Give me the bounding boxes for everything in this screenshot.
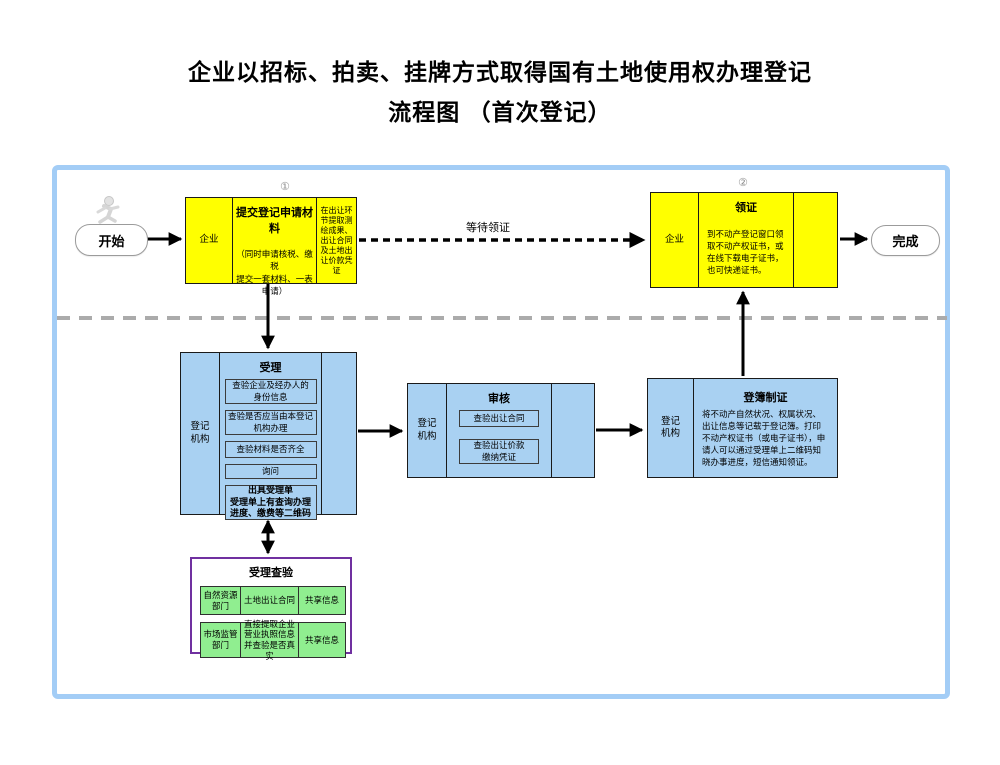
- record-title: 登簿制证: [743, 392, 788, 404]
- review-step-2: 查验出让价款 缴纳凭证: [459, 439, 539, 464]
- submit-note: （同时申请核税、缴税 提交一套材料、一表申请）: [236, 249, 313, 296]
- title-line-1: 企业以招标、拍卖、挂牌方式取得国有土地使用权办理登记: [188, 59, 812, 85]
- accept-step-2: 查验是否应当由本登记 机构办理: [224, 410, 317, 435]
- submit-side-note: 在出让环节提取测绘成果、出让合同及土地出让价款凭证: [316, 198, 356, 283]
- verify-share-cell: 共享信息: [299, 622, 346, 658]
- start-node: 开始: [75, 224, 148, 256]
- collect-actor-cell: 企业: [664, 233, 684, 245]
- review-main-cell: 审核 查验出让合同 查验出让价款 缴纳凭证: [446, 384, 551, 477]
- verify-box: 受理查验 自然资源部门 土地出让合同 共享信息 市场监管部门 直接提取企业营业执…: [190, 557, 352, 661]
- record-main-cell: 登簿制证 将不动产自然状况、权属状况、出让信息等记载于登记簿。打印不动产权证书（…: [693, 379, 837, 477]
- verify-dept-cell: 自然资源部门: [200, 586, 241, 615]
- accept-title: 受理: [259, 362, 282, 374]
- submit-box: 企业 提交登记申请材料 （同时申请核税、缴税 提交一套材料、一表申请） 在出让环…: [185, 197, 357, 296]
- running-person-icon: [96, 196, 120, 224]
- accept-step-3: 查验材料是否齐全: [224, 441, 317, 458]
- collect-box: 企业 领证 到不动产登记窗口领取不动产权证书，或在线下载电子证书，也可快递证书。: [650, 192, 838, 288]
- review-step-1: 查验出让合同: [459, 410, 539, 427]
- accept-box: 登记 机构 受理 查验企业及经办人的 身份信息 查验是否应当由本登记 机构办理 …: [180, 352, 357, 520]
- circled-2-marker: ②: [738, 177, 748, 189]
- verify-share-cell: 共享信息: [299, 586, 346, 615]
- verify-dept-cell: 市场监管部门: [200, 622, 241, 658]
- record-actor-cell: 登记 机构: [660, 415, 680, 439]
- record-body: 将不动产自然状况、权属状况、出让信息等记载于登记簿。打印不动产权证书（或电子证书…: [702, 409, 826, 467]
- accept-main-cell: 受理 查验企业及经办人的 身份信息 查验是否应当由本登记 机构办理 查验材料是否…: [219, 353, 321, 520]
- title-line-2: 流程图 （首次登记）: [388, 99, 612, 125]
- review-box: 登记 机构 审核 查验出让合同 查验出让价款 缴纳凭证: [407, 383, 595, 478]
- finish-node: 完成: [871, 225, 940, 256]
- submit-title: 提交登记申请材料: [236, 207, 313, 235]
- verify-item-cell: 直接提取企业营业执照信息并查验是否真实: [241, 619, 299, 661]
- collect-empty-cell: [793, 193, 837, 287]
- collect-main-cell: 领证 到不动产登记窗口领取不动产权证书，或在线下载电子证书，也可快递证书。: [698, 193, 793, 287]
- accept-actor-cell: 登记 机构: [190, 421, 210, 445]
- submit-main-cell: 提交登记申请材料 （同时申请核税、缴税 提交一套材料、一表申请）: [232, 198, 316, 296]
- page-title: 企业以招标、拍卖、挂牌方式取得国有土地使用权办理登记 流程图 （首次登记）: [0, 52, 1000, 132]
- verify-title: 受理查验: [249, 567, 293, 579]
- submit-actor-cell: 企业: [199, 234, 219, 246]
- review-empty-cell: [551, 384, 594, 477]
- accept-step-4: 询问: [224, 464, 317, 479]
- wait-label: 等待领证: [466, 222, 510, 234]
- verify-item-cell: 土地出让合同: [241, 586, 299, 615]
- accept-step-5: 出具受理单 受理单上有查询办理 进度、缴费等二维码: [224, 485, 317, 520]
- verify-row-1: 自然资源部门 土地出让合同 共享信息: [200, 586, 350, 615]
- circled-1-marker: ①: [280, 181, 290, 193]
- review-actor-cell: 登记 机构: [417, 418, 437, 442]
- verify-row-2: 市场监管部门 直接提取企业营业执照信息并查验是否真实 共享信息: [200, 619, 350, 661]
- accept-empty-cell: [321, 353, 356, 514]
- accept-step-1: 查验企业及经办人的 身份信息: [224, 379, 317, 404]
- collect-title: 领证: [735, 202, 757, 214]
- record-box: 登记 机构 登簿制证 将不动产自然状况、权属状况、出让信息等记载于登记簿。打印不…: [647, 378, 838, 478]
- finish-label: 完成: [892, 234, 919, 249]
- start-label: 开始: [98, 233, 125, 249]
- collect-body: 到不动产登记窗口领取不动产权证书，或在线下载电子证书，也可快递证书。: [707, 229, 784, 275]
- review-title: 审核: [488, 393, 510, 405]
